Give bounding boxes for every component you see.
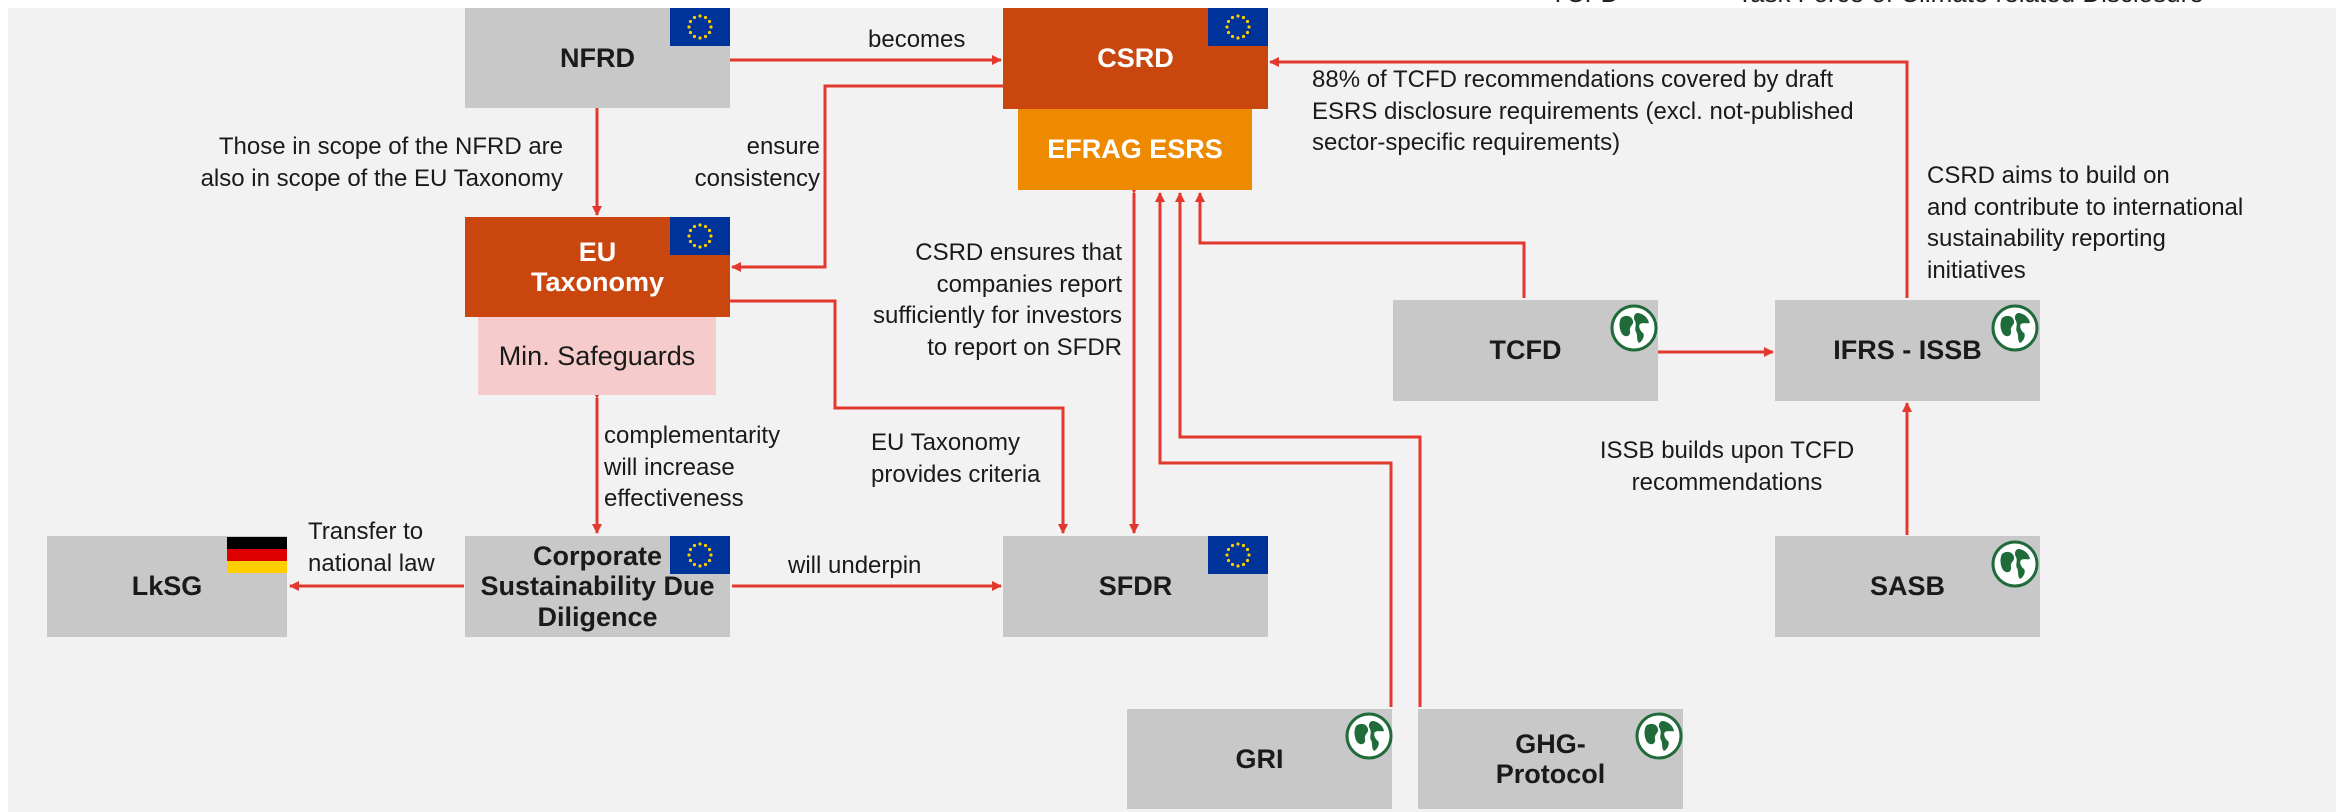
label-csrd-ensures-line3: sufficiently for investors [873,302,1122,330]
node-nfrd-label: NFRD [560,42,635,73]
node-efrag-esrs-label: EFRAG ESRS [1047,134,1223,165]
node-sfdr-label: SFDR [1098,571,1173,602]
label-ensure-line1: ensure [746,133,820,160]
label-nfrd-scope: Those in scope of the NFRD are also in s… [163,131,563,194]
node-sasb-label: SASB [1869,571,1945,602]
eu-flag-icon [670,217,730,255]
globe-icon [1345,712,1393,760]
label-csrd-ensures-line2: companies report [936,270,1122,298]
arrow-issb-to-csrd [1269,57,1909,298]
label-csrd-ensures-line1: CSRD ensures that [915,239,1122,266]
label-issb-builds: ISSB builds upon TCFD recommendations [1567,435,1887,498]
node-gri: GRI [1127,709,1392,809]
label-tcfd-coverage-line3: sector-specific requirements) [1312,129,1621,157]
node-tcfd-label: TCFD [1489,335,1562,366]
label-taxo-criteria-line2: provides criteria [871,460,1041,488]
globe-icon [1610,304,1658,352]
node-gri-label: GRI [1235,743,1284,774]
globe-icon [1991,304,2039,352]
arrow-csrd-taxonomy-consistency [731,84,1003,272]
label-compl-line2: will increase [604,453,735,481]
node-lksg-label: LkSG [131,571,203,602]
label-issb-builds-line1: ISSB builds upon TCFD [1599,437,1855,464]
node-ifrs-issb: IFRS - ISSB [1775,300,2040,401]
eu-flag-icon [670,536,730,574]
label-tcfd-coverage: 88% of TCFD recommendations covered by d… [1312,64,1854,159]
node-csdd-line3: Diligence [537,601,658,632]
eu-flag-icon [1208,536,1268,574]
label-transfer-line1: Transfer to [308,518,424,545]
arrow-tcfd-to-efrag [1195,192,1526,298]
label-issb-builds-line2: recommendations [1631,468,1823,496]
node-eu-taxonomy-line1: EU [578,236,617,267]
legend-abbr: TCFD [1550,0,1619,9]
label-nfrd-scope-line2: also in scope of the EU Taxonomy [200,164,563,192]
label-csrd-aims-line4: initiatives [1927,257,2026,285]
label-complementarity: complementarity will increase effectiven… [604,420,780,515]
germany-flag-icon [227,537,287,573]
label-csrd-aims-line3: sustainability reporting [1927,225,2166,253]
legend-full: Task Force of Climate related Disclosure [1737,0,2204,9]
globe-icon [1991,540,2039,588]
arrow-ghg-to-efrag [1175,192,1422,707]
label-nfrd-scope-line1: Those in scope of the NFRD are [218,133,563,160]
label-ensure-line2: consistency [694,164,820,192]
node-ghg-line2: Protocol [1495,759,1606,789]
label-tcfd-coverage-line1: 88% of TCFD recommendations covered by d… [1312,66,1834,93]
eu-flag-icon [1208,8,1268,46]
label-will-underpin: will underpin [788,552,922,579]
label-csrd-aims-line1: CSRD aims to build on [1927,162,2170,189]
globe-icon [1635,712,1683,760]
label-csrd-aims-line2: and contribute to international [1927,193,2244,221]
node-csdd-line1: Corporate [532,541,662,572]
label-csrd-aims: CSRD aims to build on and contribute to … [1927,160,2243,287]
arrow-taxonomy-to-sfdr [730,299,1068,534]
label-compl-line3: effectiveness [604,485,744,513]
label-taxo-criteria-line1: EU Taxonomy [871,429,1020,456]
node-ghg-line1: GHG- [1515,728,1586,759]
label-csrd-ensures: CSRD ensures that companies report suffi… [822,237,1122,364]
node-eu-taxonomy-line2: Taxonomy [530,267,665,297]
label-ensure-consistency: ensure consistency [660,131,820,194]
label-transfer-line2: national law [308,549,435,577]
label-becomes: becomes [868,26,966,53]
node-min-safeguards: Min. Safeguards [478,317,716,395]
label-compl-line1: complementarity [604,422,781,449]
top-band [0,0,1530,8]
label-csrd-ensures-line4: to report on SFDR [927,334,1122,362]
node-csdd-line2: Sustainability Due [480,571,715,602]
node-lksg: LkSG [47,536,287,637]
label-transfer: Transfer to national law [308,516,435,579]
label-tcfd-coverage-line2: ESRS disclosure requirements (excl. not-… [1312,97,1854,125]
node-csrd-label: CSRD [1097,43,1174,74]
node-efrag-esrs: EFRAG ESRS [1018,109,1252,190]
label-taxonomy-criteria: EU Taxonomy provides criteria [871,427,1040,490]
arrow-gri-to-efrag [1155,192,1393,707]
node-min-safeguards-label: Min. Safeguards [498,340,696,371]
node-ifrs-issb-label: IFRS - ISSB [1833,335,1982,366]
eu-flag-icon [670,8,730,46]
